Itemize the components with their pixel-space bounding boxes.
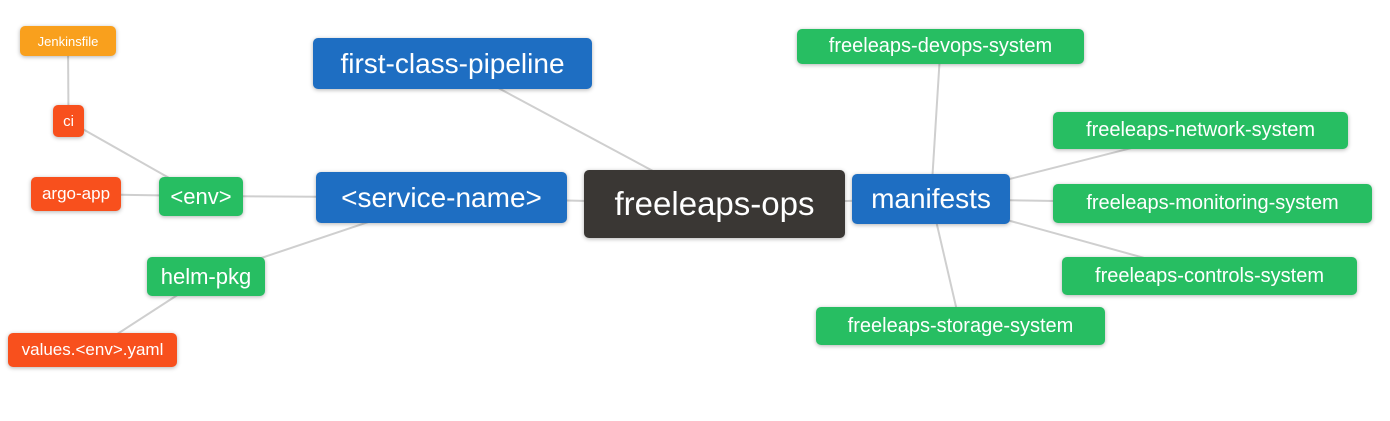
node-service-name[interactable]: <service-name> — [316, 172, 567, 223]
node-ci[interactable]: ci — [53, 105, 84, 137]
node-jenkinsfile[interactable]: Jenkinsfile — [20, 26, 116, 56]
node-freeleaps-controls-system[interactable]: freeleaps-controls-system — [1062, 257, 1357, 295]
node-freeleaps-network-system[interactable]: freeleaps-network-system — [1053, 112, 1348, 149]
node-freeleaps-devops-system[interactable]: freeleaps-devops-system — [797, 29, 1084, 64]
node-freeleaps-ops[interactable]: freeleaps-ops — [584, 170, 845, 238]
node-first-class-pipeline[interactable]: first-class-pipeline — [313, 38, 592, 89]
node-manifests[interactable]: manifests — [852, 174, 1010, 224]
node-env[interactable]: <env> — [159, 177, 243, 216]
edge-manifests-devops-system — [930, 46, 942, 200]
node-freeleaps-storage-system[interactable]: freeleaps-storage-system — [816, 307, 1105, 345]
node-argo-app[interactable]: argo-app — [31, 177, 121, 211]
node-freeleaps-monitoring-system[interactable]: freeleaps-monitoring-system — [1053, 184, 1372, 223]
node-values-env-yaml[interactable]: values.<env>.yaml — [8, 333, 177, 367]
node-helm-pkg[interactable]: helm-pkg — [147, 257, 265, 296]
